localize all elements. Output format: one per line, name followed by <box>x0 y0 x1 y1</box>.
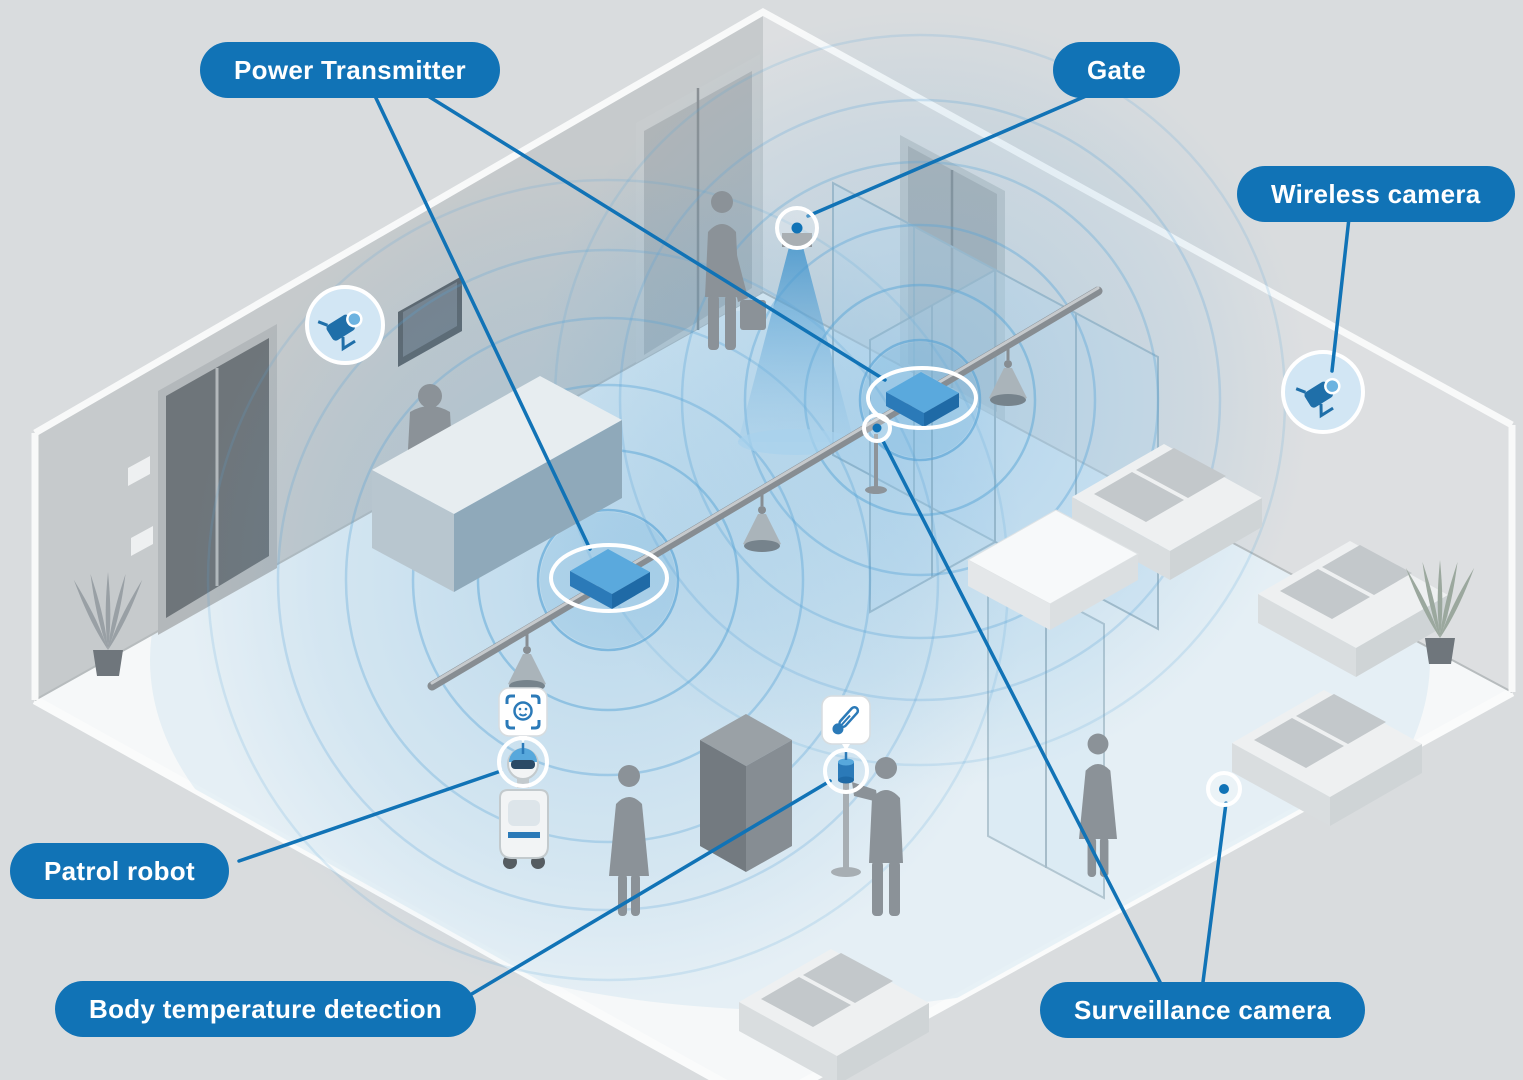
reception-desk <box>372 376 622 592</box>
temp-station-ring <box>823 748 869 794</box>
power-rail <box>427 286 1103 691</box>
face-detection-icon <box>505 694 541 730</box>
thermometer-badge <box>821 695 871 760</box>
gate-sensor-dot <box>791 222 803 234</box>
floor-antenna <box>865 434 887 494</box>
thermometer-icon <box>832 705 860 735</box>
gate-beam-cone <box>738 247 854 442</box>
wireless-camera-right <box>1281 350 1365 434</box>
surveillance-camera-dot <box>1219 784 1229 794</box>
callout-markers <box>497 206 1242 807</box>
power-transmitter-1 <box>570 549 650 609</box>
transmitter-2-ring <box>866 366 978 430</box>
transmitter-1-ring <box>549 543 669 613</box>
temperature-station <box>831 758 861 877</box>
label-patrol-robot: Patrol robot <box>10 843 229 899</box>
elevator-call-panels <box>128 456 153 556</box>
label-body-temperature-detection: Body temperature detection <box>55 981 477 1037</box>
leader-lines <box>237 94 1351 997</box>
pendant-antenna-3 <box>989 347 1027 406</box>
power-transmitter-2 <box>886 372 959 427</box>
label-surveillance-camera: Surveillance camera <box>1040 982 1366 1038</box>
label-power-transmitter: Power Transmitter <box>200 42 500 98</box>
surveillance-camera-dot <box>872 423 882 433</box>
label-gate: Gate <box>1053 42 1181 98</box>
robot-ring <box>497 736 549 788</box>
label-wireless-camera: Wireless camera <box>1237 166 1515 222</box>
person-walking-gate <box>705 191 766 350</box>
wireless-camera-left <box>305 285 385 365</box>
table <box>966 509 1140 630</box>
pendant-antenna-2 <box>743 493 781 552</box>
